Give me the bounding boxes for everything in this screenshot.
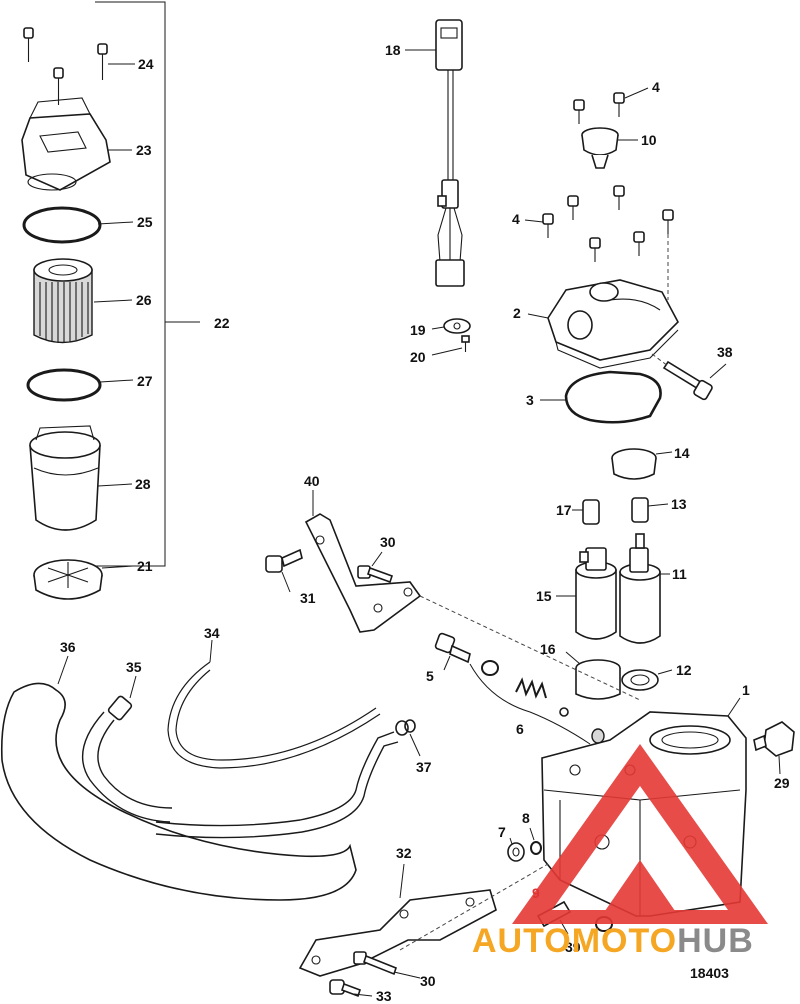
callout-10: 10: [641, 132, 657, 148]
callout-4b: 4: [512, 211, 520, 227]
bolt-icon: [329, 951, 397, 998]
sensor-plate-icon: [443, 318, 471, 352]
wiring-harness-icon: [435, 19, 465, 287]
bolt-icon: [542, 92, 674, 262]
filter-cap-icon: [33, 559, 103, 600]
callout-3: 3: [526, 392, 534, 408]
callout-23: 23: [136, 142, 152, 158]
filter-assembly: [21, 1, 200, 600]
fitting-icon: [507, 842, 525, 862]
callout-18: 18: [385, 42, 401, 58]
callout-2: 2: [513, 305, 521, 321]
mounting-bracket-icon: [298, 889, 497, 977]
bushing-icon: [582, 499, 600, 525]
seal-ring-icon: [621, 669, 659, 691]
pump-cap-icon: [611, 448, 657, 480]
callout-30b: 30: [420, 973, 436, 989]
o-ring-icon: [26, 368, 102, 402]
o-ring-icon: [530, 841, 542, 855]
callout-6: 6: [516, 721, 524, 737]
filter-element-icon: [33, 258, 93, 344]
pump-cover-icon: [547, 279, 679, 369]
callout-19: 19: [410, 322, 426, 338]
callout-17: 17: [556, 502, 572, 518]
callout-21: 21: [137, 558, 153, 574]
callout-9: 9: [532, 885, 540, 901]
callout-30a: 30: [380, 534, 396, 550]
watermark-auto: AUTO: [472, 922, 572, 960]
callout-35: 35: [126, 659, 142, 675]
callout-36: 36: [60, 639, 76, 655]
callout-14: 14: [674, 445, 690, 461]
callout-31: 31: [300, 590, 316, 606]
pressure-regulator-icon: [581, 127, 619, 169]
callout-34: 34: [204, 625, 220, 641]
callout-26: 26: [136, 292, 152, 308]
callout-27: 27: [137, 373, 153, 389]
mounting-bracket-icon: [304, 513, 422, 633]
callout-13: 13: [671, 496, 687, 512]
hose-icon: [0, 661, 416, 901]
watermark-logo: [512, 744, 768, 924]
fuel-pump-icon: [575, 547, 617, 640]
callout-39: 39: [565, 939, 581, 955]
callout-29: 29: [774, 775, 790, 791]
figure-number: 18403: [690, 965, 729, 981]
watermark-hub: HUB: [677, 922, 754, 960]
callout-38: 38: [717, 344, 733, 360]
fitting-icon: [434, 632, 471, 664]
callout-labels: 24 23 25 26 22 27 28 21 18 4 10 4 2 19 2…: [60, 42, 790, 1004]
watermark-moto: MOTO: [572, 922, 677, 960]
filter-bowl-icon: [29, 425, 101, 531]
callout-28: 28: [135, 476, 151, 492]
gasket-icon: [564, 370, 662, 424]
bushing-icon: [631, 497, 649, 523]
callout-22: 22: [214, 315, 230, 331]
callout-20: 20: [410, 349, 426, 365]
callout-11: 11: [672, 566, 687, 582]
callout-40: 40: [304, 473, 320, 489]
o-ring-icon: [22, 206, 102, 244]
bolt-icon: [265, 548, 394, 584]
screw-icon: [662, 360, 713, 401]
sleeve-icon: [575, 659, 621, 700]
callout-24: 24: [138, 56, 154, 72]
callout-7: 7: [498, 824, 506, 840]
callout-5: 5: [426, 668, 434, 684]
callout-12: 12: [676, 662, 692, 678]
pump-housing-icon: [541, 711, 747, 917]
watermark-text: AUTOMOTOHUB: [472, 922, 754, 960]
callout-8: 8: [522, 810, 530, 826]
fuel-pump-icon: [619, 533, 661, 644]
filter-cover-icon: [21, 97, 111, 191]
callout-37: 37: [416, 759, 432, 775]
callout-16: 16: [540, 641, 556, 657]
callout-33: 33: [376, 988, 392, 1004]
plug-icon: [753, 721, 795, 757]
callout-32: 32: [396, 845, 412, 861]
screw-icon: [23, 27, 108, 105]
callout-1: 1: [742, 682, 750, 698]
spring-icon: [515, 677, 547, 699]
o-ring-icon: [481, 660, 499, 676]
callout-4a: 4: [652, 79, 660, 95]
callout-15: 15: [536, 588, 552, 604]
svg-text:AUTOMOTOHUB: AUTOMOTOHUB: [472, 922, 754, 960]
callout-25: 25: [137, 214, 153, 230]
